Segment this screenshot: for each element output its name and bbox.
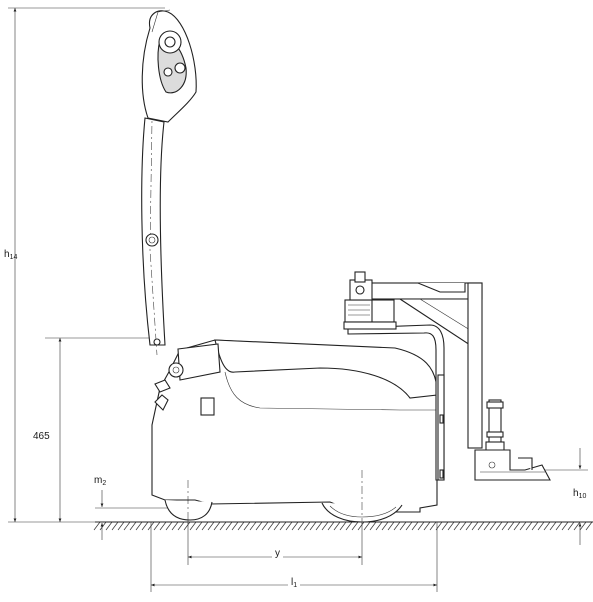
ground-hatch-line (471, 521, 479, 531)
label-h14: h14 (4, 249, 18, 262)
label-m2: m2 (94, 475, 107, 488)
ground-hatch-line (459, 521, 467, 531)
ground-hatch-line (159, 521, 167, 531)
ground-hatch-line (351, 521, 359, 531)
ground-hatch-line (393, 521, 401, 531)
ground-hatch-line (273, 521, 281, 531)
mast (347, 324, 445, 481)
ground-hatch-line (225, 521, 233, 531)
ground-hatch-line (237, 521, 245, 531)
ground-hatch-line (243, 521, 251, 531)
ground-hatch-line (297, 521, 305, 531)
ground-hatch-line (321, 521, 329, 531)
ground-hatch-line (99, 521, 107, 531)
ground-hatch-line (513, 521, 521, 531)
ground (93, 521, 593, 531)
ground-hatch-line (507, 521, 515, 531)
ground-hatch-line (465, 521, 473, 531)
ground-hatch-line (447, 521, 455, 531)
ground-hatch-line (315, 521, 323, 531)
ground-hatch-line (345, 521, 353, 531)
winch-assembly (343, 271, 397, 330)
ground-hatch-line (477, 521, 485, 531)
ground-hatch-line (123, 521, 131, 531)
ground-hatch-line (201, 521, 209, 531)
ground-hatch-line (573, 521, 581, 531)
dimension-465 (45, 337, 160, 522)
ground-hatch-line (171, 521, 179, 531)
ground-hatch-line (135, 521, 143, 531)
ground-hatch-line (585, 521, 593, 531)
ground-hatch-line (429, 521, 437, 531)
ground-hatch-line (531, 521, 539, 531)
ground-hatch-line (153, 521, 161, 531)
ground-hatch-line (93, 521, 101, 531)
load-wheel (321, 470, 403, 525)
ground-hatch-line (111, 521, 119, 531)
ground-hatch-line (411, 521, 419, 531)
ground-hatch-line (561, 521, 569, 531)
ground-hatch-line (417, 521, 425, 531)
dimension-h14 (8, 7, 165, 523)
ground-hatch-line (189, 521, 197, 531)
ground-hatch-line (219, 521, 227, 531)
ground-hatch-line (399, 521, 407, 531)
label-l1: l1 (288, 578, 301, 589)
ground-hatch-line (519, 521, 527, 531)
ground-hatch-line (303, 521, 311, 531)
tiller-arm (141, 29, 166, 356)
ground-hatch-line (117, 521, 125, 531)
ground-hatch-line (381, 521, 389, 531)
ground-hatch-line (183, 521, 191, 531)
ground-hatch-line (405, 521, 413, 531)
ground-hatch-line (453, 521, 461, 531)
ground-hatch-line (357, 521, 365, 531)
ground-hatch-line (549, 521, 557, 531)
ground-hatch-line (129, 521, 137, 531)
label-h10: h10 (573, 488, 587, 501)
ground-hatch-line (327, 521, 335, 531)
ground-hatch-line (495, 521, 503, 531)
ground-hatch-line (231, 521, 239, 531)
tiller-head (141, 9, 197, 123)
chassis (151, 339, 438, 513)
ground-hatch-line (165, 521, 173, 531)
ground-hatch-line (141, 521, 149, 531)
ground-hatch-line (105, 521, 113, 531)
ground-hatch-line (279, 521, 287, 531)
ground-hatch-line (555, 521, 563, 531)
ground-hatch-line (213, 521, 221, 531)
ground-hatch-line (537, 521, 545, 531)
ground-hatch-line (291, 521, 299, 531)
ground-hatch-line (207, 521, 215, 531)
ground-hatch-line (489, 521, 497, 531)
ground-hatch-line (255, 521, 263, 531)
ground-hatch-line (249, 521, 257, 531)
ground-hatch-line (579, 521, 587, 531)
ground-hatch-line (369, 521, 377, 531)
ground-hatch-line (483, 521, 491, 531)
ground-hatch-line (333, 521, 341, 531)
ground-hatch-line (441, 521, 449, 531)
ground-hatch-line (543, 521, 551, 531)
ground-hatch-line (267, 521, 275, 531)
ground-hatch-line (567, 521, 575, 531)
ground-hatch-line (387, 521, 395, 531)
ground-hatch-line (177, 521, 185, 531)
ground-hatch-line (309, 521, 317, 531)
ground-hatch-line (501, 521, 509, 531)
ground-hatch-line (261, 521, 269, 531)
ground-hatch-line (423, 521, 431, 531)
ground-hatch-line (525, 521, 533, 531)
drive-wheel (164, 480, 213, 525)
ground-hatch-line (363, 521, 371, 531)
label-465: 465 (33, 431, 50, 442)
ground-hatch-line (339, 521, 347, 531)
ground-hatch-line (375, 521, 383, 531)
label-y: y (272, 549, 283, 559)
ground-hatch-line (285, 521, 293, 531)
ground-hatch-line (195, 521, 203, 531)
